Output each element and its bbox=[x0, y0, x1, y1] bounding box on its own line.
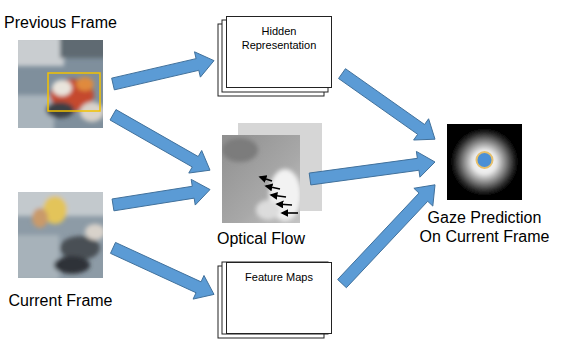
image-caption: Gaze Prediction On Current Frame bbox=[420, 208, 550, 246]
block-arrow bbox=[110, 110, 210, 173]
image-caption: Previous Frame bbox=[4, 13, 117, 32]
block-arrow bbox=[112, 52, 214, 90]
image-caption: Current Frame bbox=[8, 291, 112, 310]
stack-box: Hidden Representation bbox=[226, 16, 332, 88]
flow-image: Optical Flow bbox=[222, 135, 300, 223]
frame-image: Current Frame bbox=[18, 192, 103, 278]
box-label: Hidden Representation bbox=[233, 25, 325, 53]
stack-box: Feature Maps bbox=[226, 262, 332, 334]
block-arrow bbox=[110, 242, 214, 299]
optical-flow-image bbox=[222, 123, 322, 223]
block-arrow bbox=[339, 69, 435, 140]
previous-frame-photo bbox=[18, 40, 103, 128]
gaze-image: Gaze Prediction On Current Frame bbox=[447, 124, 522, 200]
gaze-box bbox=[48, 73, 100, 111]
block-arrow bbox=[309, 151, 435, 185]
gaze-heatmap bbox=[447, 124, 522, 200]
image-caption: Optical Flow bbox=[217, 229, 305, 248]
block-arrow bbox=[112, 179, 210, 210]
frame-image: Previous Frame bbox=[18, 40, 103, 128]
current-frame-photo bbox=[18, 192, 103, 278]
box-label: Feature Maps bbox=[233, 271, 325, 285]
